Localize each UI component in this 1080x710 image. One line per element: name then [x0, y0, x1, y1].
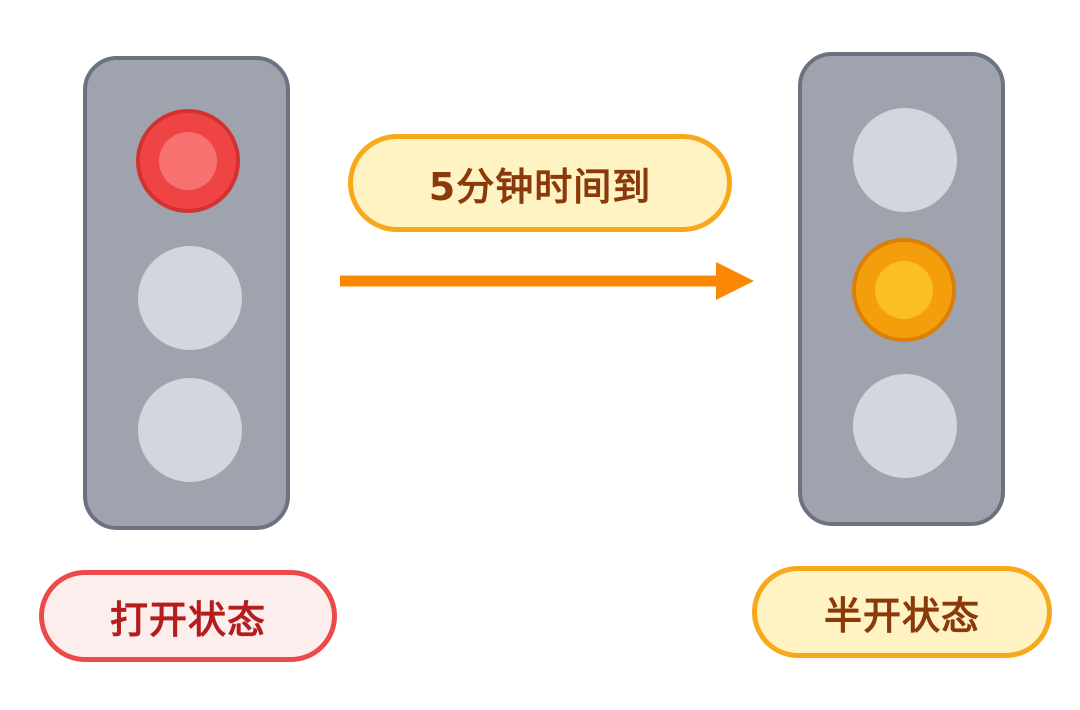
- red-light: [136, 109, 240, 213]
- bottom-light: [853, 374, 957, 478]
- amber-light: [852, 238, 956, 342]
- transition-arrow: [340, 262, 754, 300]
- traffic-light-half-open: [798, 52, 1005, 526]
- red-light-core: [159, 132, 217, 190]
- traffic-light-open: [83, 56, 290, 530]
- arrow-head: [716, 262, 754, 300]
- transition-event-label: 5分钟时间到: [348, 134, 732, 232]
- half-open-state-text: 半开状态: [823, 593, 980, 638]
- top-light: [853, 108, 957, 212]
- open-state-text: 打开状态: [109, 597, 266, 642]
- bottom-light: [138, 378, 242, 482]
- half-open-state-label: 半开状态: [752, 566, 1052, 658]
- open-state-label: 打开状态: [39, 570, 337, 662]
- middle-light: [138, 246, 242, 350]
- amber-light-core: [875, 261, 933, 319]
- transition-event-text: 5分钟时间到: [428, 164, 652, 209]
